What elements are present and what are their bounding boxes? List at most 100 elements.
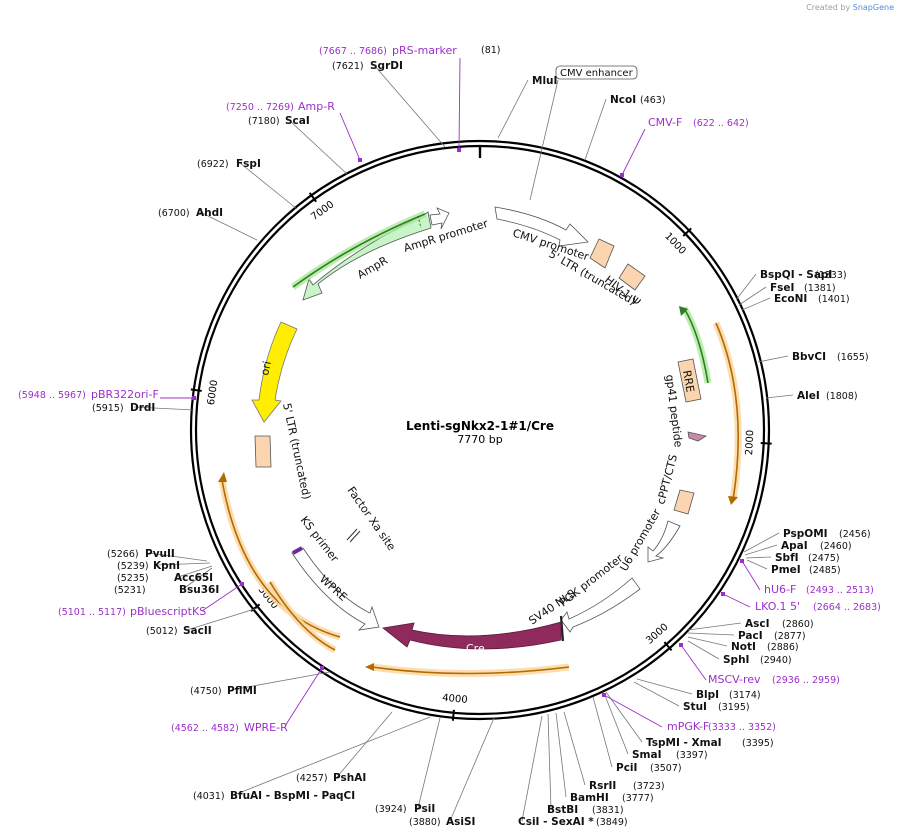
ampr-feature[interactable] [302, 211, 432, 301]
site-name[interactable]: AleI [797, 390, 820, 402]
site-name[interactable]: PacI [738, 630, 763, 642]
site-name[interactable]: SacII [183, 625, 212, 637]
site-name[interactable]: BbvCI [792, 351, 826, 363]
site-name[interactable]: Acc65I [174, 572, 213, 584]
site-name[interactable]: PshAI [333, 772, 366, 784]
ltr5-left-feature[interactable] [254, 435, 272, 468]
site-name[interactable]: MluI [532, 75, 557, 87]
cppt-feature[interactable] [673, 489, 695, 515]
primer-mark [320, 666, 324, 670]
site-position: (4031) [193, 791, 225, 802]
site-name[interactable]: BlpI [696, 689, 719, 701]
site-leader-26 [233, 716, 431, 796]
primer-mark [358, 158, 362, 162]
site-leader-5 [757, 355, 789, 363]
site-position: (5915) [92, 403, 124, 414]
site-name[interactable]: Bsu36I [179, 584, 219, 596]
site-name[interactable]: NotI [731, 641, 756, 653]
site-name[interactable]: SgrDI [370, 60, 403, 72]
site-leader-19 [592, 696, 613, 768]
primer-name[interactable]: Amp-R [298, 100, 335, 113]
site-position: (3195) [718, 702, 750, 713]
primer-mark [240, 582, 244, 586]
site-name[interactable]: PflMI [227, 685, 257, 697]
site-name[interactable]: PsiI [414, 803, 435, 815]
ori-feature[interactable] [251, 321, 298, 423]
site-name[interactable]: AhdI [196, 207, 223, 219]
site-name[interactable]: ScaI [285, 115, 310, 127]
site-name[interactable]: TspMI - XmaI [646, 737, 722, 749]
tick-mark-4000 [451, 709, 455, 721]
site-name[interactable]: FspI [236, 158, 261, 170]
site-position: (1655) [837, 352, 869, 363]
site-position: (3395) [742, 738, 774, 749]
primer-name[interactable]: MSCV-rev [708, 673, 761, 686]
primer-name[interactable]: CMV-F [648, 116, 682, 129]
site-position: (4750) [190, 686, 222, 697]
site-name[interactable]: BstBI [547, 804, 578, 816]
primer-leader-3 [741, 560, 761, 591]
pgk-promoter-feature[interactable] [560, 577, 641, 633]
site-name[interactable]: BfuAI - BspMI - PaqCI [230, 790, 355, 802]
site-name[interactable]: PvuII [145, 548, 175, 560]
site-name[interactable]: RsrII [589, 780, 616, 792]
gp41-feature[interactable] [687, 431, 708, 442]
site-leader-27 [336, 711, 393, 778]
tick-mark-6000 [190, 388, 202, 392]
site-name[interactable]: KpnI [153, 560, 180, 572]
primer-name[interactable]: pBluescriptKS [130, 605, 206, 618]
site-position: (1401) [818, 294, 850, 305]
site-name[interactable]: ApaI [781, 540, 808, 552]
site-name[interactable]: AsiSI [446, 816, 475, 828]
rre-feature[interactable] [677, 358, 702, 403]
primer-range: (2664 .. 2683) [813, 602, 881, 613]
site-name[interactable]: StuI [683, 701, 707, 713]
site-name[interactable]: NcoI [610, 94, 636, 106]
bottom-orange-orf [371, 666, 570, 675]
site-name[interactable]: BspQI - SapI [760, 269, 832, 281]
rre-label: RRE [680, 369, 697, 393]
ampr-promoter-feature[interactable] [429, 207, 450, 230]
site-leader-36 [239, 162, 298, 210]
site-position: (1808) [826, 391, 858, 402]
wpre-feature[interactable] [291, 547, 380, 631]
site-name[interactable]: CsiI - SexAI * [518, 816, 594, 828]
primer-name[interactable]: pBR322ori-F [91, 388, 159, 401]
primer-name[interactable]: LKO.1 5' [755, 600, 800, 613]
bottom-orange-orf-head [365, 663, 374, 671]
primer-name[interactable]: pRS-marker [392, 44, 457, 57]
site-leader-4 [741, 297, 771, 311]
site-leader-38 [373, 64, 446, 148]
site-name[interactable]: SphI [723, 654, 749, 666]
site-name[interactable]: PspOMI [783, 528, 828, 540]
primer-range: (4562 .. 4582) [171, 723, 239, 734]
site-name[interactable]: EcoNI [774, 293, 807, 305]
site-leader-23 [521, 715, 543, 822]
cre-feature[interactable] [382, 621, 562, 650]
primer-name[interactable]: WPRE-R [244, 721, 288, 734]
primer-name[interactable]: mPGK-F [667, 720, 709, 733]
site-position: (6700) [158, 208, 190, 219]
u6-promoter-feature[interactable] [647, 520, 681, 563]
primer-range: (7250 .. 7269) [226, 102, 294, 113]
cmv-promoter-feature[interactable] [494, 206, 589, 247]
primer-leader-7 [284, 667, 323, 727]
site-name[interactable]: PmeI [771, 564, 801, 576]
site-position: (5231) [114, 585, 146, 596]
primer-mark [679, 643, 683, 647]
site-name[interactable]: FseI [770, 282, 794, 294]
site-name[interactable]: BamHI [570, 792, 609, 804]
site-name[interactable]: AscI [745, 618, 770, 630]
site-name[interactable]: SbfI [775, 552, 799, 564]
primer-leader-1 [339, 112, 361, 161]
primer-range: (2936 .. 2959) [772, 675, 840, 686]
hiv-psi-feature[interactable] [618, 263, 646, 291]
cmv-enhancer-leader [529, 79, 559, 201]
ltr5-top-feature[interactable] [589, 238, 615, 269]
site-name[interactable]: PciI [616, 762, 637, 774]
primer-leader-0 [458, 57, 461, 151]
primer-name[interactable]: hU6-F [764, 583, 796, 596]
site-name[interactable]: SmaI [632, 749, 662, 761]
feature-labels: CMV enhancer CMV promoter 5' LTR (trunca… [258, 68, 696, 655]
site-name[interactable]: DrdI [130, 402, 155, 414]
